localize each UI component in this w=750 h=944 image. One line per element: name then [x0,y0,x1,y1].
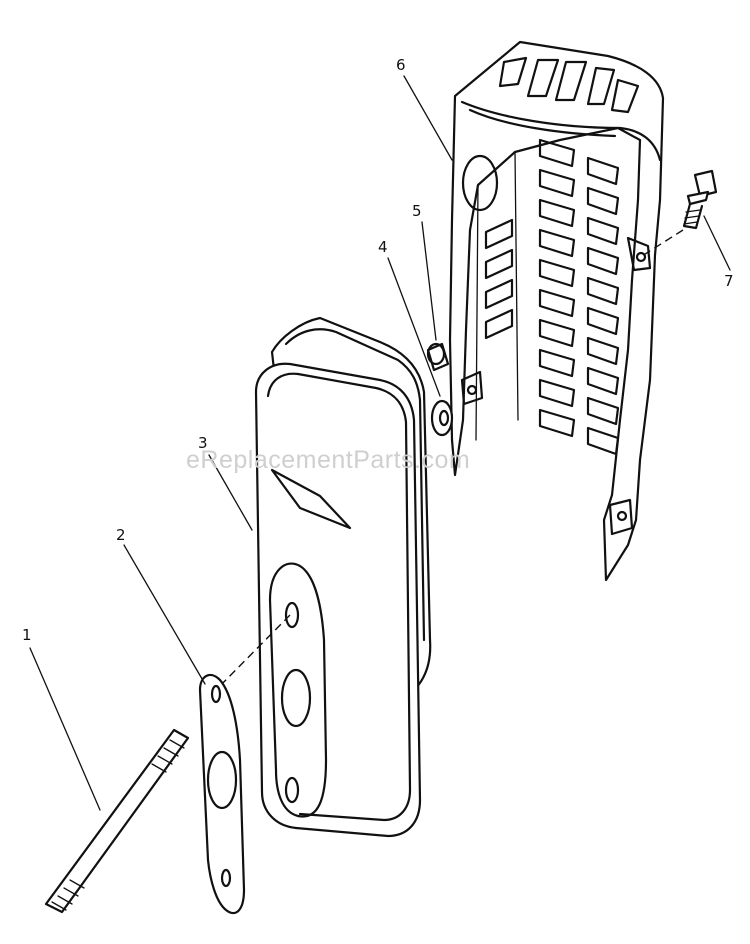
part-2-gasket [198,673,246,915]
callout-3: 3 [198,434,208,452]
callout-6: 6 [396,56,406,74]
callout-labels: 1 2 3 4 5 6 7 [22,56,734,644]
leader-lines [29,75,731,811]
part-5-screw [426,342,450,372]
callout-2: 2 [116,526,126,544]
callout-4: 4 [378,238,388,256]
part-3-muffler [215,316,432,838]
part-4-washer [430,399,454,437]
callout-5: 5 [412,202,422,220]
part-7-screw [641,169,718,257]
side-vent-slots [484,138,620,456]
watermark: eReplacementParts.com [186,446,470,474]
part-1-stud [44,728,190,914]
top-vent-slots [498,56,640,114]
part-6-heat-shield [448,40,665,582]
callout-1: 1 [22,626,32,644]
callout-7: 7 [724,272,734,290]
